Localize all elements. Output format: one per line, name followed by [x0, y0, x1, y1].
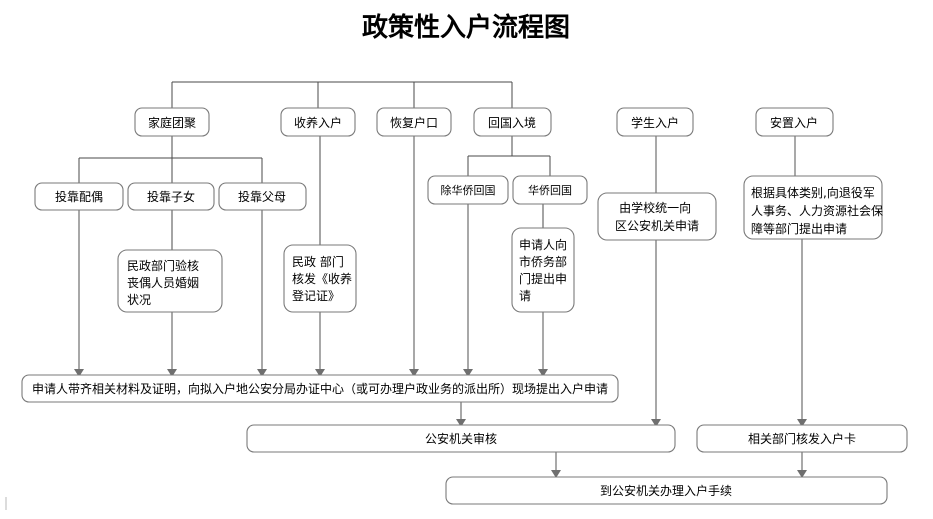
node-label-family-reunion: 家庭团聚: [148, 115, 196, 130]
arrow-veteran-to-card: [797, 419, 807, 427]
node-student[interactable]: 学生入户: [616, 107, 694, 137]
node-adoption-certificate[interactable]: 民政 部门 核发《收养 登记证》: [283, 244, 357, 313]
node-box-overseas-return[interactable]: [512, 175, 588, 205]
node-box-adoption-certificate[interactable]: [283, 244, 357, 313]
connector-layer: [5, 81, 807, 510]
node-box-join-children[interactable]: [127, 182, 215, 211]
node-box-non-overseas-return[interactable]: [427, 175, 509, 205]
node-box-join-spouse[interactable]: [34, 182, 124, 211]
node-label-final-registration: 到公安机关办理入户手续: [600, 483, 732, 498]
node-civil-affairs-widow[interactable]: 民政部门验核 丧偶人员婚姻 状况: [117, 249, 223, 313]
node-label-veteran-department-application: 根据具体类别,向退役军 人事务、人力资源社会保 障等部门提出申请: [751, 185, 887, 236]
node-box-adoption[interactable]: [280, 107, 356, 137]
node-box-join-parents[interactable]: [218, 182, 307, 211]
arrow-school-to-review: [651, 419, 661, 427]
node-school-unified-application[interactable]: 由学校统一向 区公安机关申请: [597, 192, 717, 241]
node-label-return-entry: 回国入境: [488, 115, 536, 130]
node-join-children[interactable]: 投靠子女: [127, 182, 215, 211]
node-label-civil-affairs-widow: 民政部门验核 丧偶人员婚姻 状况: [127, 258, 203, 307]
arrow-overseasapply-to-onsite: [538, 369, 548, 377]
arrow-restore-to-onsite: [409, 369, 419, 377]
node-box-police-review[interactable]: [246, 424, 676, 453]
page-title: 政策性入户流程图: [362, 12, 570, 43]
arrow-spouse-to-onsite: [74, 369, 84, 377]
node-label-resettlement: 安置入户: [770, 115, 818, 130]
node-box-veteran-department-application[interactable]: [743, 175, 883, 240]
node-label-join-spouse: 投靠配偶: [55, 189, 103, 204]
node-box-onsite-application[interactable]: [21, 374, 619, 403]
arrow-civilaffairs-to-onsite: [167, 369, 177, 377]
node-label-issue-residence-card: 相关部门核发入户卡: [748, 431, 856, 446]
node-label-onsite-application: 申请人带齐相关材料及证明，向拟入户地公安分局办证中心（或可办理户政业务的派出所）…: [32, 381, 608, 396]
node-adoption[interactable]: 收养入户: [280, 107, 356, 137]
node-label-adoption-certificate: 民政 部门 核发《收养 登记证》: [292, 254, 356, 303]
node-label-school-unified-application: 由学校统一向 区公安机关申请: [615, 200, 699, 233]
arrow-nonoverseas-to-onsite: [463, 369, 473, 377]
node-label-police-review: 公安机关审核: [425, 431, 497, 446]
node-label-join-parents: 投靠父母: [238, 189, 286, 204]
arrow-parents-to-onsite: [257, 369, 267, 377]
node-label-overseas-bureau-application: 申请人向 市侨务部 门提出申 请: [519, 237, 571, 303]
node-final-registration[interactable]: 到公安机关办理入户手续: [445, 476, 888, 505]
node-box-student[interactable]: [616, 107, 694, 137]
arrow-review-to-final: [551, 470, 561, 478]
node-box-resettlement[interactable]: [755, 107, 834, 137]
arrow-cert-to-onsite: [315, 369, 325, 377]
node-box-final-registration[interactable]: [445, 476, 888, 505]
node-veteran-department-application[interactable]: 根据具体类别,向退役军 人事务、人力资源社会保 障等部门提出申请: [743, 175, 887, 240]
node-resettlement[interactable]: 安置入户: [755, 107, 834, 137]
node-issue-residence-card[interactable]: 相关部门核发入户卡: [696, 424, 908, 453]
node-police-review[interactable]: 公安机关审核: [246, 424, 676, 453]
node-label-adoption: 收养入户: [294, 115, 342, 130]
node-label-student: 学生入户: [631, 115, 679, 130]
node-box-restore-residence[interactable]: [376, 107, 452, 137]
node-return-entry[interactable]: 回国入境: [473, 107, 552, 137]
node-label-non-overseas-return: 除华侨回国: [441, 183, 496, 197]
node-box-civil-affairs-widow[interactable]: [117, 249, 223, 313]
node-family-reunion[interactable]: 家庭团聚: [134, 107, 210, 137]
node-box-overseas-bureau-application[interactable]: [511, 227, 575, 313]
node-label-join-children: 投靠子女: [147, 189, 195, 204]
arrow-onsite-to-review: [456, 419, 466, 427]
node-label-restore-residence: 恢复户口: [390, 115, 438, 130]
node-overseas-bureau-application[interactable]: 申请人向 市侨务部 门提出申 请: [511, 227, 575, 313]
node-join-parents[interactable]: 投靠父母: [218, 182, 307, 211]
node-box-return-entry[interactable]: [473, 107, 552, 137]
node-box-issue-residence-card[interactable]: [696, 424, 908, 453]
node-non-overseas-return[interactable]: 除华侨回国: [427, 175, 509, 205]
arrow-card-to-final: [797, 470, 807, 478]
node-box-school-unified-application[interactable]: [597, 192, 717, 241]
node-box-family-reunion[interactable]: [134, 107, 210, 137]
node-restore-residence[interactable]: 恢复户口: [376, 107, 452, 137]
node-join-spouse[interactable]: 投靠配偶: [34, 182, 124, 211]
node-label-overseas-return: 华侨回国: [528, 183, 572, 197]
node-overseas-return[interactable]: 华侨回国: [512, 175, 588, 205]
node-onsite-application[interactable]: 申请人带齐相关材料及证明，向拟入户地公安分局办证中心（或可办理户政业务的派出所）…: [21, 374, 619, 403]
